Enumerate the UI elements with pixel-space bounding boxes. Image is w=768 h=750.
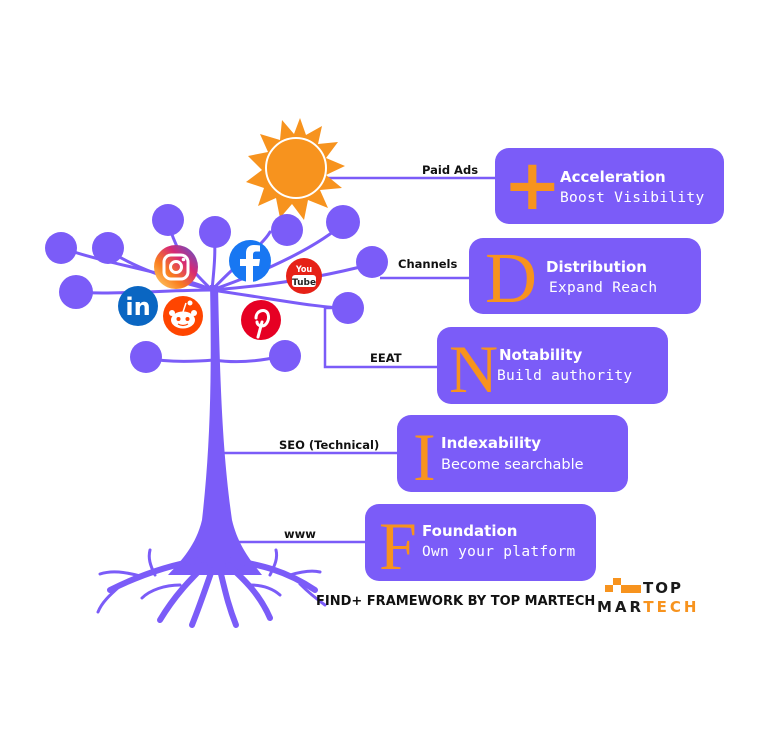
logo-text-martech: MARTECH <box>597 598 699 616</box>
logo-square <box>621 585 641 593</box>
card-subtitle: Expand Reach <box>549 280 658 296</box>
card-subtitle: Build authority <box>497 368 633 384</box>
card-letter-plus: + <box>503 144 562 226</box>
card-letter-f: F <box>379 508 417 584</box>
logo-square <box>605 585 613 592</box>
tree-leaves <box>45 204 388 373</box>
instagram-icon <box>154 245 198 289</box>
top-martech-logo: TOP MARTECH <box>595 578 705 620</box>
logo-text-top: TOP <box>643 579 683 597</box>
linkedin-icon: in <box>118 286 158 326</box>
connector-label-eeat: EEAT <box>370 351 402 365</box>
card-letter-n: N <box>449 331 499 407</box>
card-acceleration: + Acceleration Boost Visibility <box>495 148 724 224</box>
pinterest-icon <box>241 300 281 340</box>
card-notability: N Notability Build authority <box>437 327 668 404</box>
card-title: Foundation <box>422 522 518 540</box>
card-indexability: I Indexability Become searchable <box>397 415 628 492</box>
card-title: Distribution <box>546 258 647 276</box>
card-subtitle: Own your platform <box>422 544 576 560</box>
connector-label-www: www <box>284 527 316 541</box>
card-title: Indexability <box>441 434 542 452</box>
svg-text:Tube: Tube <box>292 278 316 288</box>
logo-text-mar: MAR <box>597 598 644 616</box>
svg-text:You: You <box>295 265 313 275</box>
card-letter-d: D <box>485 238 537 318</box>
card-letter-i: I <box>413 419 436 495</box>
framework-caption: FIND+ FRAMEWORK BY TOP MARTECH <box>316 594 596 609</box>
reddit-icon <box>163 296 203 336</box>
logo-square <box>613 578 621 585</box>
connector-label-paid-ads: Paid Ads <box>422 163 479 177</box>
svg-text:in: in <box>125 293 150 321</box>
card-title: Notability <box>499 346 583 364</box>
sun-icon <box>246 118 345 220</box>
connector-label-channels: Channels <box>398 257 458 271</box>
card-foundation: F Foundation Own your platform <box>365 504 596 581</box>
card-distribution: D Distribution Expand Reach <box>469 238 701 314</box>
youtube-icon: You Tube <box>286 258 322 294</box>
connector-label-seo: SEO (Technical) <box>279 438 380 452</box>
card-subtitle: Become searchable <box>441 457 584 473</box>
card-subtitle: Boost Visibility <box>560 190 705 206</box>
facebook-icon <box>229 240 271 282</box>
logo-text-tech: TECH <box>643 598 700 616</box>
tree-roots <box>96 548 327 628</box>
card-title: Acceleration <box>560 168 666 186</box>
tree-trunk <box>168 285 262 575</box>
